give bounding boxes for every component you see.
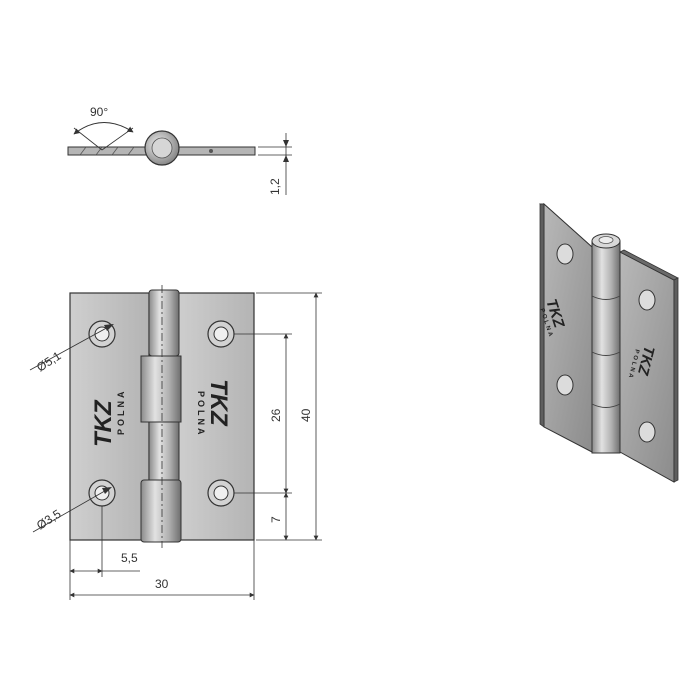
side-leaf-hatch [79, 146, 135, 156]
iso-hole-left-bottom [556, 374, 574, 396]
angle-leg-right [101, 127, 134, 151]
side-view: 90° 1,2 [67, 105, 292, 195]
angle-arc [73, 122, 134, 135]
logo-right: TKZ POLNA [196, 379, 232, 438]
width-label: 30 [155, 577, 169, 591]
knuckle-middle [140, 355, 182, 423]
logo-right-brand: TKZ [205, 379, 232, 427]
screw-hole-top-right [207, 320, 235, 348]
hole-spacing-label: 26 [269, 408, 283, 422]
hole-diameter-arrow [104, 324, 114, 331]
pin-diameter-label: Ø3,5 [34, 506, 64, 532]
knuckle-bottom [140, 479, 182, 543]
side-pin [151, 137, 173, 159]
iso-hole-right-top [638, 289, 656, 311]
iso-left-leaf-side [539, 203, 545, 428]
logo-left: TKZ POLNA [90, 389, 126, 448]
angle-leg-left [73, 127, 103, 151]
edge-offset-label: 5,5 [121, 551, 138, 565]
bottom-offset-label: 7 [269, 516, 283, 523]
side-screw-dot [209, 149, 213, 153]
logo-left-maker: POLNA [116, 389, 126, 436]
logo-left-brand: TKZ [90, 399, 117, 447]
angle-label: 90° [90, 105, 108, 119]
pin-diameter-leader [32, 487, 111, 533]
iso-logo-right-brand: TKZ [634, 344, 658, 377]
iso-knuckle [591, 240, 621, 454]
thickness-label: 1,2 [268, 178, 282, 195]
front-view: TKZ POLNA TKZ POLNA Ø5,1 Ø3,5 26 7 40 [29, 285, 322, 600]
iso-hole-left-top [556, 243, 574, 265]
iso-pin-top [598, 236, 614, 244]
hole-diameter-label: Ø5,1 [34, 348, 64, 374]
screw-hole-bottom-right [207, 479, 235, 507]
logo-right-maker: POLNA [196, 391, 206, 438]
knuckle-lower [148, 421, 180, 481]
iso-knuckle-joints [591, 295, 621, 408]
pin-diameter-arrow [102, 487, 112, 494]
knuckle-top [148, 289, 180, 357]
thickness-arrow-bottom [283, 155, 289, 162]
side-right-leaf [174, 146, 256, 156]
iso-hole-right-bottom [638, 421, 656, 443]
height-label: 40 [299, 408, 313, 422]
iso-right-leaf-side [673, 277, 679, 483]
isometric-view: TKZ POLNA TKZ POLNA [538, 202, 679, 483]
thickness-arrow-top [283, 140, 289, 147]
hole-diameter-leader [29, 324, 113, 371]
